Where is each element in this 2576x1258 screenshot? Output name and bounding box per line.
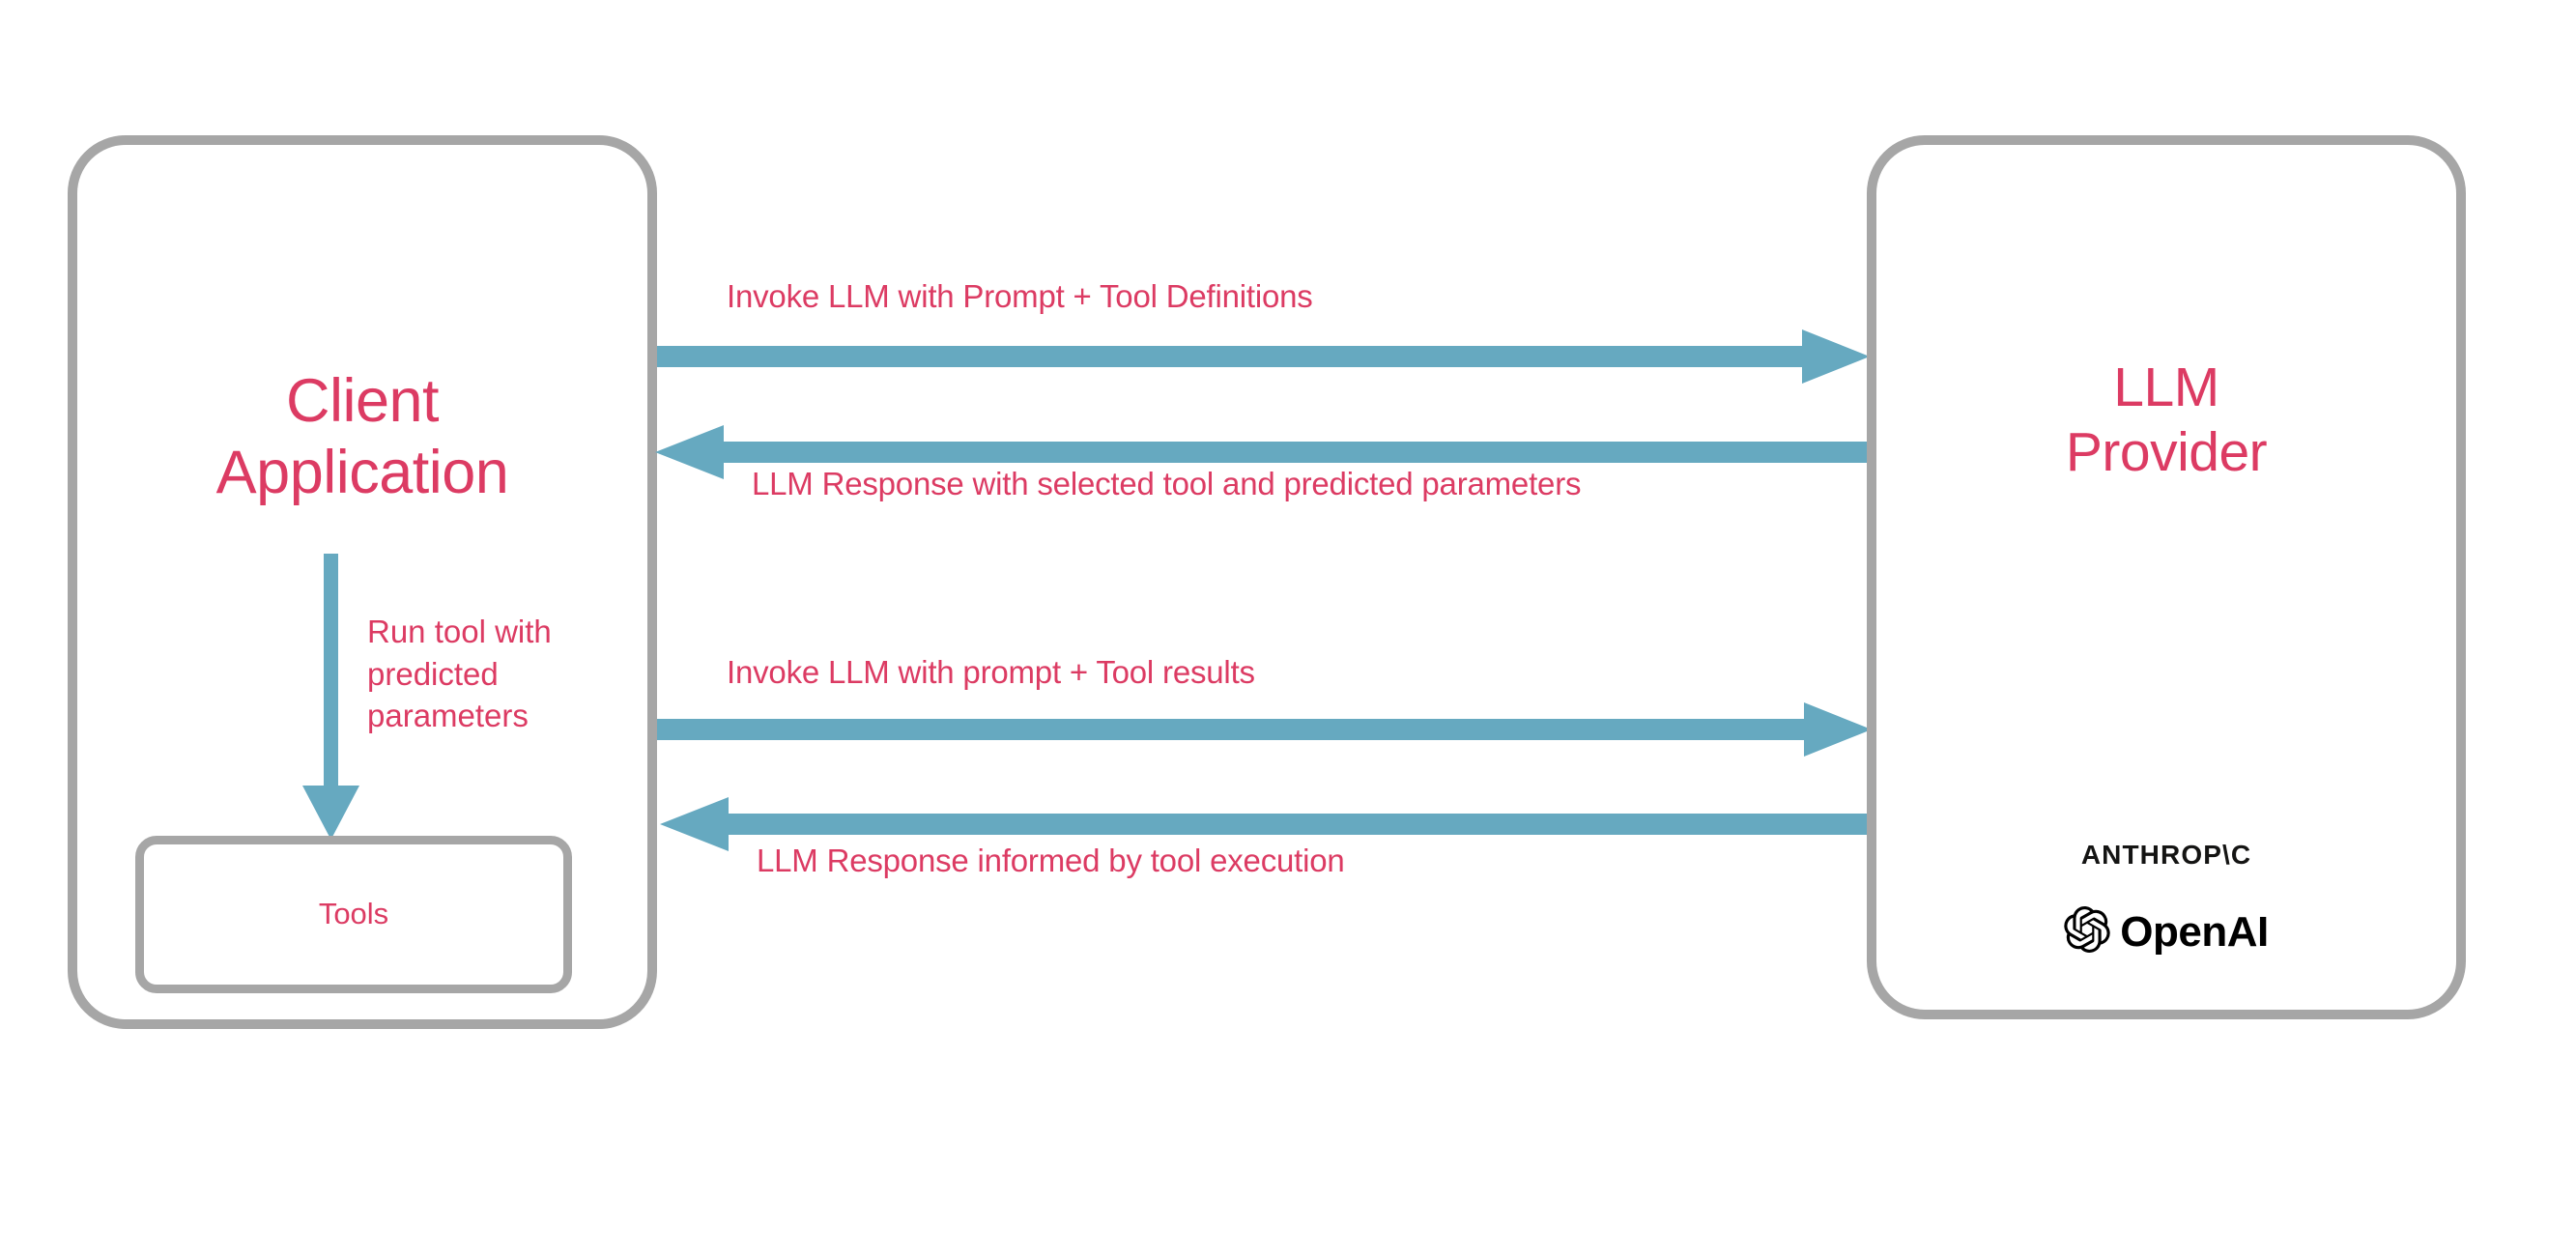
anthropic-logo: ANTHROP\C: [2080, 840, 2252, 870]
run-tool-arrow-label: Run tool with predicted parameters: [367, 614, 552, 734]
invoke-results-arrow-label: Invoke LLM with prompt + Tool results: [727, 654, 1255, 690]
client-application-label: Client Application: [215, 367, 509, 507]
llm-response-tool-arrow-label: LLM Response with selected tool and pred…: [752, 466, 1582, 501]
openai-mark-icon: [2064, 906, 2110, 958]
run-tool-arrow: [290, 554, 377, 840]
llm-response-exec-arrow: [660, 797, 1872, 851]
llm-response-exec-arrow-label: LLM Response informed by tool execution: [757, 843, 1345, 878]
invoke-tools-arrow: [657, 329, 1870, 384]
llm-provider-label: LLM Provider: [2065, 357, 2268, 484]
llm-response-tool-arrow: [655, 425, 1869, 479]
openai-wordmark: OpenAI: [2120, 907, 2269, 956]
invoke-results-arrow: [657, 702, 1872, 757]
tools-label: Tools: [318, 897, 389, 930]
invoke-tools-arrow-label: Invoke LLM with Prompt + Tool Definition…: [727, 278, 1313, 314]
llm-provider-box: [1867, 135, 2466, 1019]
openai-logo: OpenAI: [1886, 906, 2447, 958]
tools-box: [135, 836, 572, 993]
